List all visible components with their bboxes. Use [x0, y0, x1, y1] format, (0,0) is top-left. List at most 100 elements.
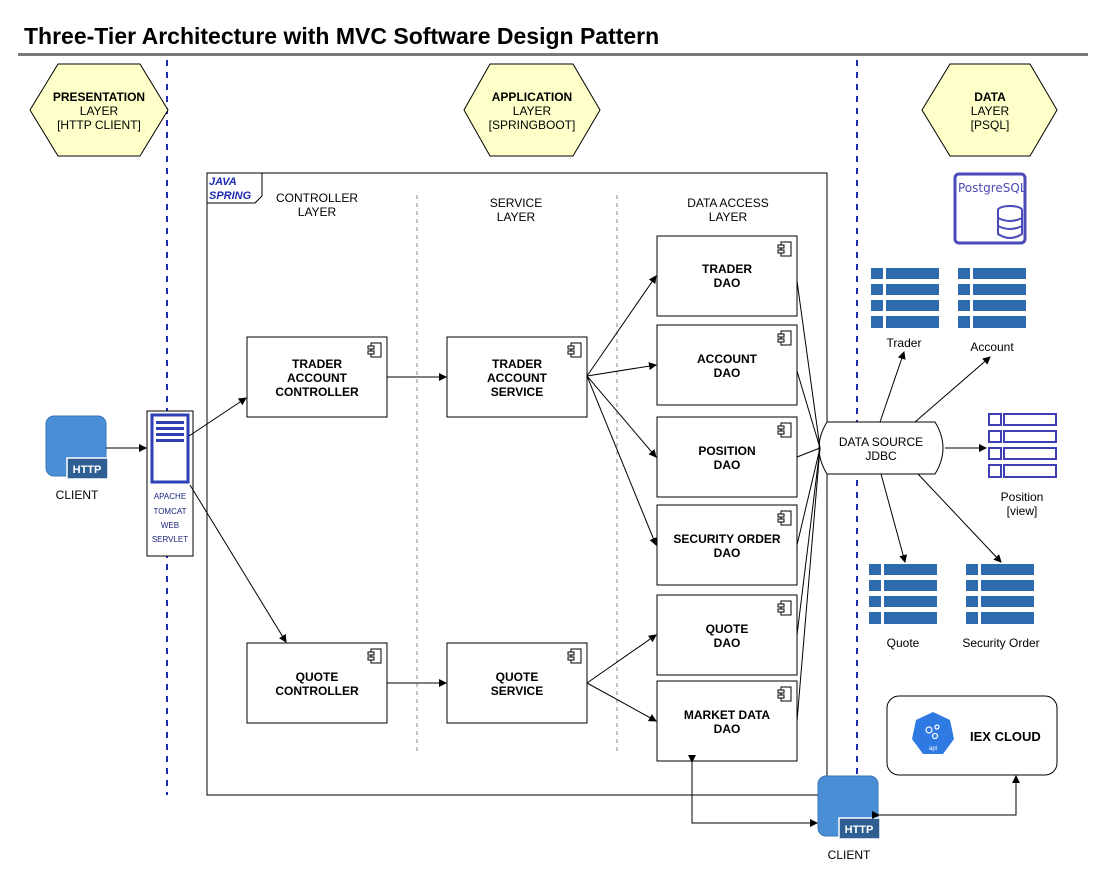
trader-table-icon	[871, 268, 939, 328]
market-dao-client-link	[688, 755, 818, 827]
market-data-dao-line2: DAO	[714, 722, 741, 736]
account-table-icon	[958, 268, 1026, 328]
client-left-caption: CLIENT	[56, 488, 99, 502]
account-dao-line1: ACCOUNT	[697, 352, 758, 366]
presentation-layer-tech: [HTTP CLIENT]	[57, 118, 141, 132]
security-order-table-label: Security Order	[962, 636, 1039, 650]
service-layer-heading-sub: LAYER	[497, 210, 536, 224]
quote-dao-line1: QUOTE	[706, 622, 749, 636]
datasource-to-security-order-arrow	[917, 473, 1002, 563]
controller-layer-heading: CONTROLLER	[276, 191, 358, 205]
application-layer-name: APPLICATION	[492, 90, 572, 104]
controller-layer-heading-sub: LAYER	[298, 205, 337, 219]
frame-label-java: JAVA	[209, 176, 237, 188]
data-source-jdbc: DATA SOURCE JDBC	[818, 421, 944, 475]
position-dao-line2: DAO	[714, 458, 741, 472]
datasource-to-quote-arrow	[880, 473, 908, 563]
http-badge-left: HTTP	[73, 464, 102, 476]
account-dao-line2: DAO	[714, 366, 741, 380]
trader-account-service: TRADER ACCOUNT SERVICE	[446, 336, 588, 418]
postgresql-icon: PostgreSQL	[953, 172, 1027, 245]
service-to-trader-dao-arrow	[586, 275, 657, 377]
api-icon	[912, 712, 954, 754]
trader-account-service-line3: SERVICE	[491, 385, 543, 399]
iex-cloud: api IEX CLOUD	[886, 695, 1058, 776]
component-icon	[567, 648, 582, 664]
page-title: Three-Tier Architecture with MVC Softwar…	[24, 23, 659, 49]
component-icon	[777, 422, 792, 438]
quote-dao-line2: DAO	[714, 636, 741, 650]
trader-account-service-line1: TRADER	[492, 357, 542, 371]
quote-service: QUOTE SERVICE	[446, 642, 588, 724]
market-data-dao-to-datasource	[796, 447, 821, 722]
component-icon	[367, 342, 382, 358]
account-table-label: Account	[970, 340, 1014, 354]
server-icon	[150, 413, 190, 484]
data-layer-word: LAYER	[971, 104, 1010, 118]
security-order-dao-line1: SECURITY ORDER	[673, 532, 780, 546]
presentation-layer-hexagon: PRESENTATION LAYER [HTTP CLIENT]	[29, 63, 169, 157]
dao-layer-heading-sub: LAYER	[709, 210, 748, 224]
presentation-layer-name: PRESENTATION	[53, 90, 145, 104]
component-icon	[777, 686, 792, 702]
quote-controller-line1: QUOTE	[296, 670, 339, 684]
application-layer-word: LAYER	[513, 104, 552, 118]
component-icon	[777, 510, 792, 526]
quote-dao-to-datasource	[796, 447, 821, 636]
position-view-label: Position	[1001, 490, 1044, 504]
trader-table-label: Trader	[887, 336, 922, 350]
application-layer-hexagon: APPLICATION LAYER [SPRINGBOOT]	[463, 63, 601, 157]
account-dao-to-datasource	[796, 370, 821, 449]
trader-account-controller: TRADER ACCOUNT CONTROLLER	[246, 336, 388, 418]
component-icon	[777, 330, 792, 346]
trader-dao: TRADER DAO	[656, 235, 798, 317]
data-layer-hexagon: DATA LAYER [PSQL]	[921, 63, 1058, 157]
tomcat-line3: WEB	[161, 521, 179, 530]
market-data-dao: MARKET DATA DAO	[656, 680, 798, 762]
trader-account-controller-line2: ACCOUNT	[287, 371, 348, 385]
trader-account-controller-line3: CONTROLLER	[275, 385, 359, 399]
trader-dao-line1: TRADER	[702, 262, 752, 276]
account-dao: ACCOUNT DAO	[656, 324, 798, 406]
service-to-position-dao-arrow	[586, 375, 657, 458]
tomcat-line2: TOMCAT	[153, 507, 186, 516]
data-source-line1: DATA SOURCE	[839, 435, 923, 449]
http-client-bottom: HTTP CLIENT	[817, 775, 881, 862]
component-icon	[367, 648, 382, 664]
trader-dao-line2: DAO	[714, 276, 741, 290]
connectors	[106, 275, 1020, 827]
java-spring-frame: JAVA SPRING	[206, 172, 828, 796]
datasource-to-trader-arrow	[879, 351, 906, 423]
position-view-icon	[988, 413, 1057, 478]
quote-controller: QUOTE CONTROLLER	[246, 642, 388, 724]
presentation-layer-word: LAYER	[80, 104, 119, 118]
application-layer-tech: [SPRINGBOOT]	[489, 118, 576, 132]
component-icon	[567, 342, 582, 358]
iex-cloud-label: IEX CLOUD	[970, 729, 1041, 744]
service-to-security-order-dao-arrow	[586, 375, 658, 546]
quote-table-label: Quote	[887, 636, 920, 650]
tomcat-line1: APACHE	[154, 492, 186, 501]
security-order-dao-line2: DAO	[714, 546, 741, 560]
data-layer-name: DATA	[974, 90, 1006, 104]
quote-dao: QUOTE DAO	[656, 594, 798, 676]
position-dao-line1: POSITION	[698, 444, 755, 458]
tomcat-line4: SERVLET	[152, 535, 188, 544]
data-source-line2: JDBC	[865, 449, 897, 463]
quote-service-to-market-dao-arrow	[586, 682, 657, 722]
quote-table-icon	[869, 564, 937, 624]
api-icon-label: api	[929, 746, 937, 752]
client-bottom-caption: CLIENT	[828, 848, 871, 862]
quote-service-to-quote-dao-arrow	[586, 634, 657, 684]
postgresql-label: PostgreSQL	[958, 181, 1027, 195]
trader-account-service-line2: ACCOUNT	[487, 371, 548, 385]
security-order-dao-to-datasource	[796, 447, 821, 546]
frame-label-spring: SPRING	[209, 190, 252, 202]
http-badge-bottom: HTTP	[845, 824, 874, 836]
quote-service-line1: QUOTE	[496, 670, 539, 684]
position-dao: POSITION DAO	[656, 416, 798, 498]
position-dao-to-datasource	[796, 447, 821, 458]
tomcat-to-trader-controller-arrow	[188, 397, 247, 437]
client-iex-link	[872, 775, 1020, 819]
market-data-dao-line1: MARKET DATA	[684, 708, 771, 722]
